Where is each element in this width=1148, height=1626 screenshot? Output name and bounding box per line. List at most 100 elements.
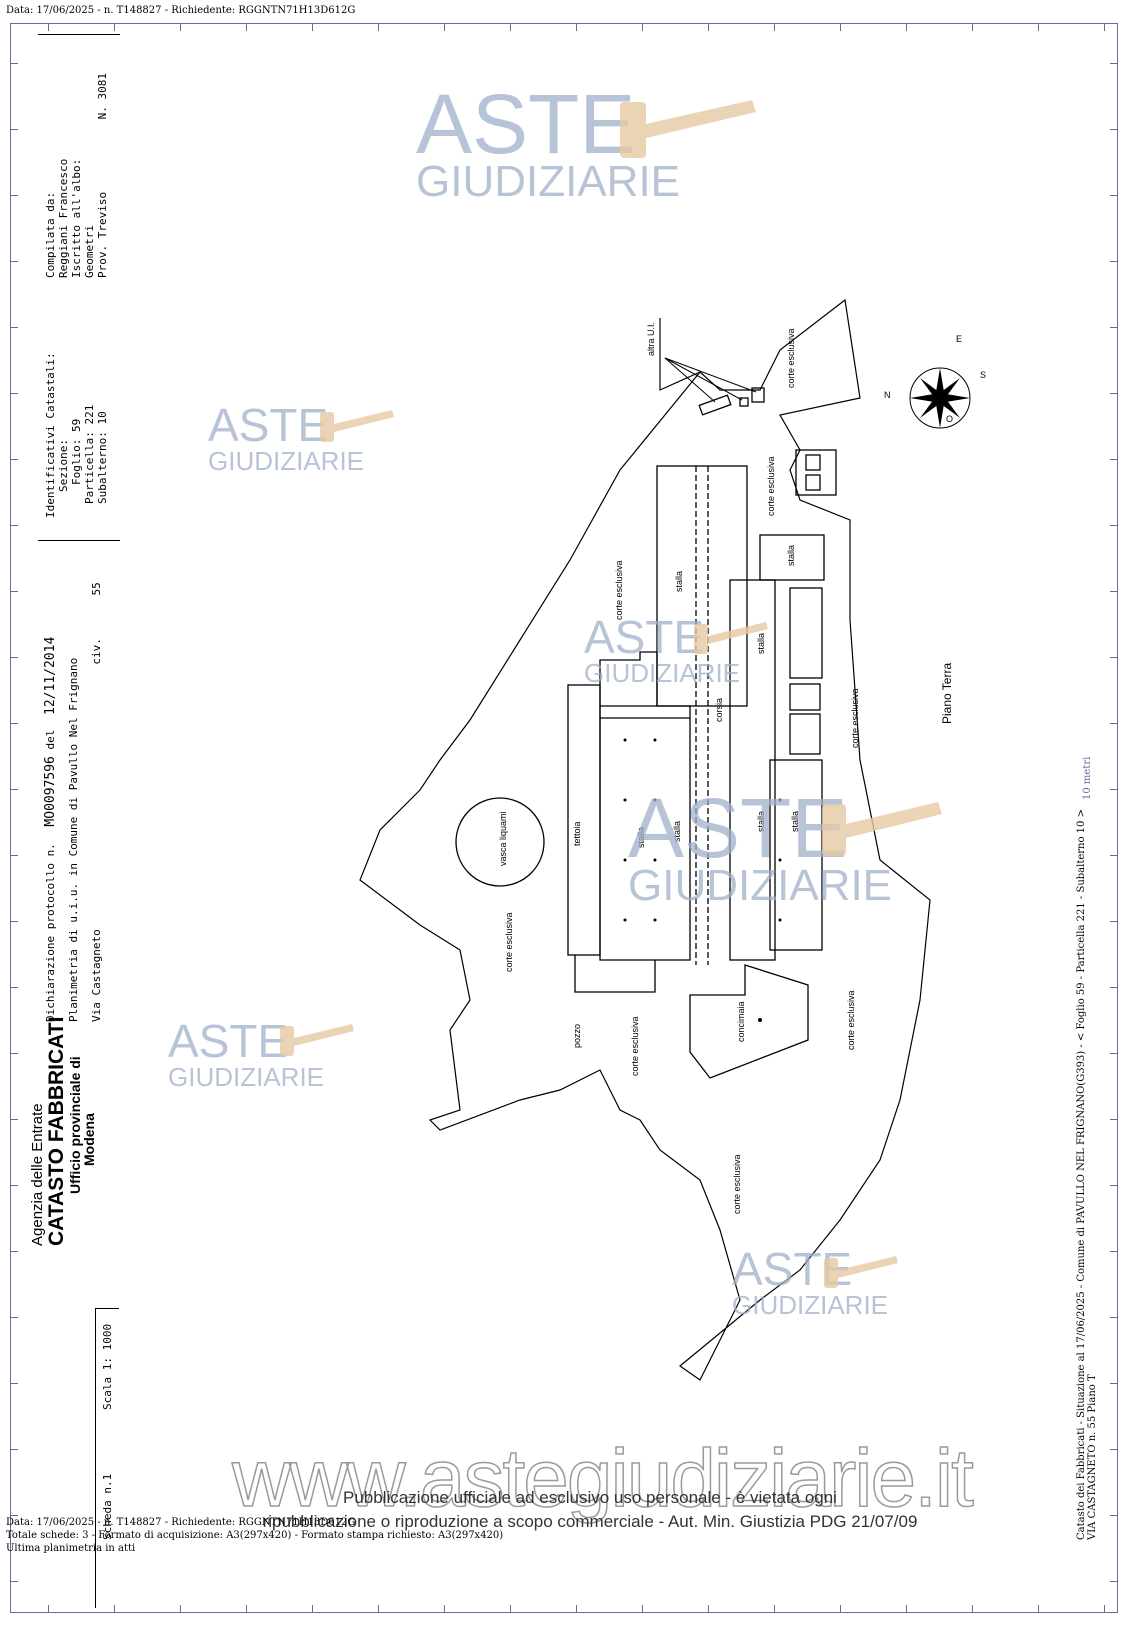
frame-tick <box>10 1119 18 1120</box>
frame-tick <box>1110 1449 1118 1450</box>
label-corte-esclusiva: corte esclusiva <box>846 990 856 1050</box>
frame-tick <box>10 987 18 988</box>
frame-tick <box>10 1251 18 1252</box>
frame-tick <box>1110 327 1118 328</box>
frame-ticks-bottom <box>10 1605 1118 1613</box>
label-stalla: stalla <box>786 544 796 566</box>
frame-tick <box>1110 1185 1118 1186</box>
frame-tick <box>1110 1251 1118 1252</box>
leader-lines <box>664 357 757 403</box>
frame-tick <box>1038 23 1039 31</box>
frame-tick <box>10 591 18 592</box>
watermark-aste-logo: ASTE GIUDIZIARIE <box>416 82 680 204</box>
frame-tick <box>1110 1383 1118 1384</box>
watermark-aste-logo: ASTE GIUDIZIARIE <box>628 786 892 908</box>
footer: Data: 17/06/2025 - n. T148827 - Richiede… <box>6 1516 503 1555</box>
frame-tick <box>576 1605 577 1613</box>
watermark-site-url: www.astegiudiziarie.it <box>231 1432 974 1525</box>
frame-tick <box>1038 1605 1039 1613</box>
column-markers <box>623 738 782 1022</box>
label-tettoia: tettoia <box>572 821 582 846</box>
frame-tick <box>10 1185 18 1186</box>
compass-s: S <box>980 370 987 380</box>
frame-tick <box>1110 1515 1118 1516</box>
frame-tick <box>246 1605 247 1613</box>
frame-tick <box>10 1383 18 1384</box>
frame-tick <box>312 1605 313 1613</box>
frame-tick <box>180 1605 181 1613</box>
watermark-giudiziarie: GIUDIZIARIE <box>584 658 741 688</box>
frame-ticks-right <box>1110 23 1118 1613</box>
frame-tick <box>840 23 841 31</box>
plot-boundary <box>359 298 931 1381</box>
frame-tick <box>48 23 49 31</box>
frame-tick <box>444 1605 445 1613</box>
frame-tick <box>1110 921 1118 922</box>
watermark-aste-logo: ASTE GIUDIZIARIE <box>208 402 364 474</box>
frame-tick <box>1110 1317 1118 1318</box>
watermark-giudiziarie: GIUDIZIARIE <box>208 446 365 476</box>
frame-tick <box>10 1515 18 1516</box>
watermark-giudiziarie: GIUDIZIARIE <box>732 1290 889 1320</box>
gavel-icon <box>280 1024 354 1056</box>
frame-tick <box>1110 393 1118 394</box>
frame-tick <box>972 1605 973 1613</box>
watermark-aste: ASTE <box>168 1015 289 1067</box>
frame-tick <box>1110 987 1118 988</box>
frame-tick <box>1110 1053 1118 1054</box>
label-stalla: stalla <box>674 570 684 592</box>
watermark-aste: ASTE <box>416 77 636 171</box>
frame-tick <box>1104 1605 1105 1613</box>
frame-tick <box>114 1605 115 1613</box>
frame-tick <box>10 855 18 856</box>
frame-tick <box>10 261 18 262</box>
frame-tick <box>972 23 973 31</box>
frame-tick <box>246 23 247 31</box>
frame-tick <box>774 1605 775 1613</box>
frame-tick <box>10 1053 18 1054</box>
gavel-icon <box>320 410 394 442</box>
frame-tick <box>1110 195 1118 196</box>
compass-o: O <box>946 414 954 424</box>
label-vasca: vasca liquami <box>498 811 508 866</box>
frame-tick <box>1110 459 1118 460</box>
frame-ticks-left <box>10 23 18 1613</box>
frame-tick <box>378 23 379 31</box>
frame-tick <box>48 1605 49 1613</box>
drawing-frame <box>10 23 1118 1613</box>
frame-tick <box>1110 129 1118 130</box>
watermark-aste: ASTE <box>584 611 705 663</box>
label-concimaia: concimaia <box>736 1001 746 1042</box>
frame-tick <box>1110 1119 1118 1120</box>
frame-tick <box>510 1605 511 1613</box>
frame-tick <box>10 1581 18 1582</box>
compass-n: N <box>884 390 891 400</box>
label-altra-ui: altra U.I. <box>646 321 656 356</box>
title-block-line <box>95 1308 119 1309</box>
frame-tick <box>1110 789 1118 790</box>
frame-tick <box>510 23 511 31</box>
frame-tick <box>1110 723 1118 724</box>
frame-tick <box>774 23 775 31</box>
footer-line1: Data: 17/06/2025 - n. T148827 - Richiede… <box>6 1517 356 1528</box>
frame-tick <box>1110 63 1118 64</box>
frame-tick <box>1110 855 1118 856</box>
frame-tick <box>10 921 18 922</box>
compass-rose <box>909 367 971 429</box>
frame-tick <box>1110 1581 1118 1582</box>
frame-tick <box>10 195 18 196</box>
watermark-aste-logo: ASTE GIUDIZIARIE <box>168 1018 324 1090</box>
frame-tick <box>10 789 18 790</box>
title-block-line <box>38 34 120 35</box>
frame-tick <box>10 657 18 658</box>
gavel-icon <box>824 1256 898 1288</box>
frame-tick <box>642 23 643 31</box>
frame-tick <box>378 1605 379 1613</box>
frame-tick <box>1110 591 1118 592</box>
frame-tick <box>10 63 18 64</box>
header-line: Data: 17/06/2025 - n. T148827 - Richiede… <box>6 5 356 16</box>
label-corte-esclusiva: corte esclusiva <box>630 1016 640 1076</box>
watermark-disclaimer-line2: ripubblicazione o riproduzione a scopo c… <box>262 1512 918 1531</box>
floor-label: Piano Terra <box>940 662 954 724</box>
